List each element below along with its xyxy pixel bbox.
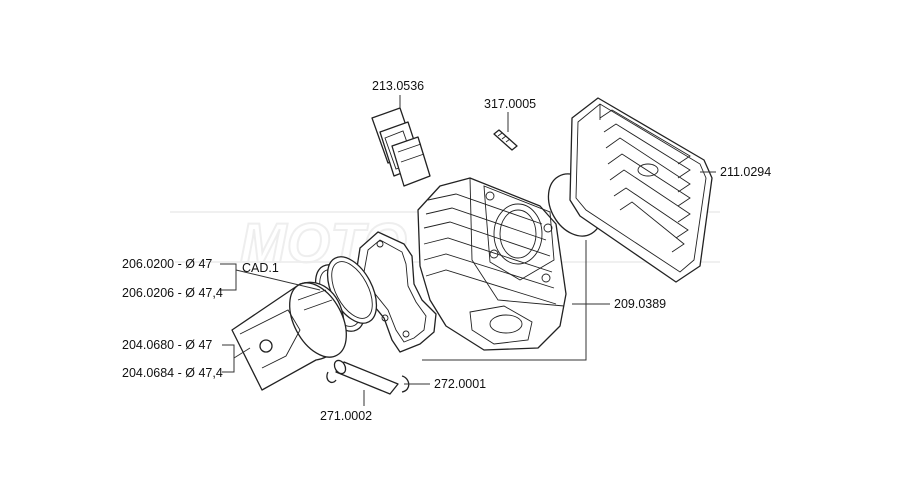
- piston-pin: [333, 359, 399, 395]
- label-cad: CAD.1: [242, 261, 279, 275]
- cylinder: [417, 177, 567, 351]
- piston: [231, 281, 347, 391]
- reed-valve: [371, 107, 431, 187]
- label-cylinder-head: 211.0294: [720, 165, 771, 179]
- label-piston-47: 204.0680 - Ø 47: [122, 338, 212, 352]
- label-ring-474: 206.0206 - Ø 47,4: [122, 286, 223, 300]
- label-cylinder: 209.0389: [614, 297, 666, 311]
- label-clip: 272.0001: [434, 377, 486, 391]
- label-ring-47: 206.0200 - Ø 47: [122, 257, 212, 271]
- circlip-left: [326, 371, 337, 384]
- stud: [493, 129, 518, 151]
- leader-lines: [220, 95, 716, 406]
- label-reed-valve: 213.0536: [372, 79, 424, 93]
- label-stud: 317.0005: [484, 97, 536, 111]
- label-pin: 271.0002: [320, 409, 372, 423]
- label-piston-474: 204.0684 - Ø 47,4: [122, 366, 223, 380]
- cylinder-head: [569, 97, 713, 283]
